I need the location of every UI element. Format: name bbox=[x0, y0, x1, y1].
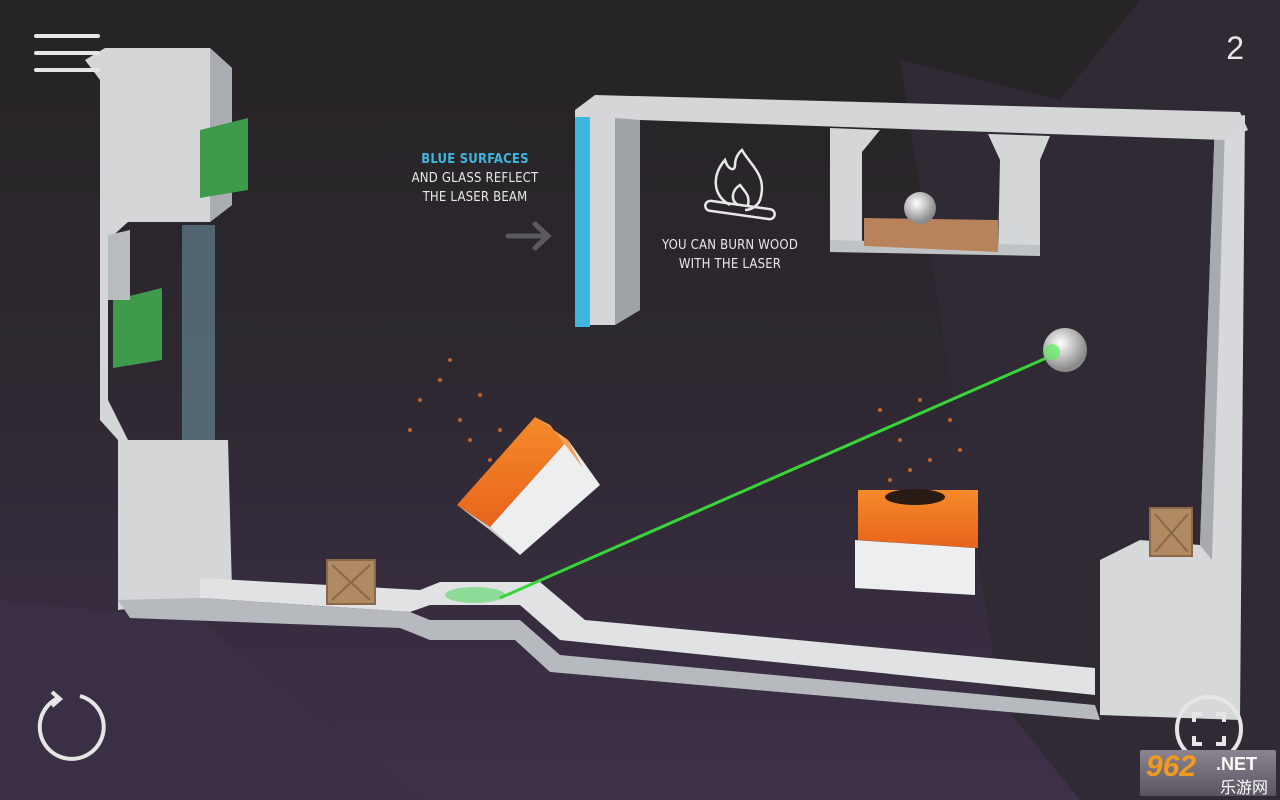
glass-pane bbox=[182, 225, 215, 440]
fire-particles bbox=[408, 358, 962, 482]
watermark-domain: .NET bbox=[1216, 754, 1258, 774]
watermark-logo: 962 .NET 乐游网 bbox=[1140, 750, 1276, 797]
cave-rock bbox=[0, 600, 420, 800]
menu-button[interactable] bbox=[34, 34, 100, 74]
watermark-number: 962 bbox=[1146, 750, 1197, 783]
reflect-hint: BLUE SURFACES AND GLASS REFLECT THE LASE… bbox=[390, 150, 560, 207]
laser-target-ball bbox=[1043, 328, 1087, 372]
left-tower bbox=[85, 48, 248, 610]
level-number: 2 bbox=[1226, 30, 1244, 66]
steel-ball bbox=[904, 192, 936, 224]
restart-icon bbox=[37, 690, 106, 761]
reflect-hint-line3: THE LASER BEAM bbox=[422, 190, 528, 205]
restart-button[interactable] bbox=[34, 690, 106, 762]
hamburger-menu-icon bbox=[34, 34, 100, 38]
menu-line bbox=[34, 68, 100, 72]
campfire-icon bbox=[704, 148, 776, 221]
blue-mirror-surface bbox=[575, 117, 590, 327]
green-glass-block bbox=[113, 288, 162, 368]
crate bbox=[1149, 507, 1193, 557]
laser-beam bbox=[499, 350, 1061, 600]
reflect-hint-line1: BLUE SURFACES bbox=[421, 152, 529, 167]
burn-hint: YOU CAN BURN WOOD WITH THE LASER bbox=[645, 236, 815, 274]
menu-line bbox=[34, 51, 100, 55]
right-pillar-shade bbox=[1200, 120, 1225, 560]
target-glow bbox=[1044, 344, 1060, 360]
wood-platform bbox=[864, 218, 998, 252]
burn-hint-line2: WITH THE LASER bbox=[678, 257, 782, 272]
green-glass-block bbox=[200, 118, 248, 198]
burning-wood-box bbox=[855, 489, 978, 595]
burning-wood-block bbox=[457, 417, 600, 555]
floor bbox=[118, 578, 1100, 720]
laser-emitter-glow bbox=[445, 587, 505, 603]
top-frame bbox=[575, 95, 1248, 327]
arrow-right-icon bbox=[505, 221, 552, 251]
crate bbox=[326, 559, 376, 605]
burn-hint-line1: YOU CAN BURN WOOD bbox=[661, 238, 799, 253]
reflect-hint-line2: AND GLASS REFLECT bbox=[411, 171, 539, 186]
right-pillar bbox=[1100, 115, 1245, 720]
watermark-chinese: 乐游网 bbox=[1220, 780, 1269, 797]
